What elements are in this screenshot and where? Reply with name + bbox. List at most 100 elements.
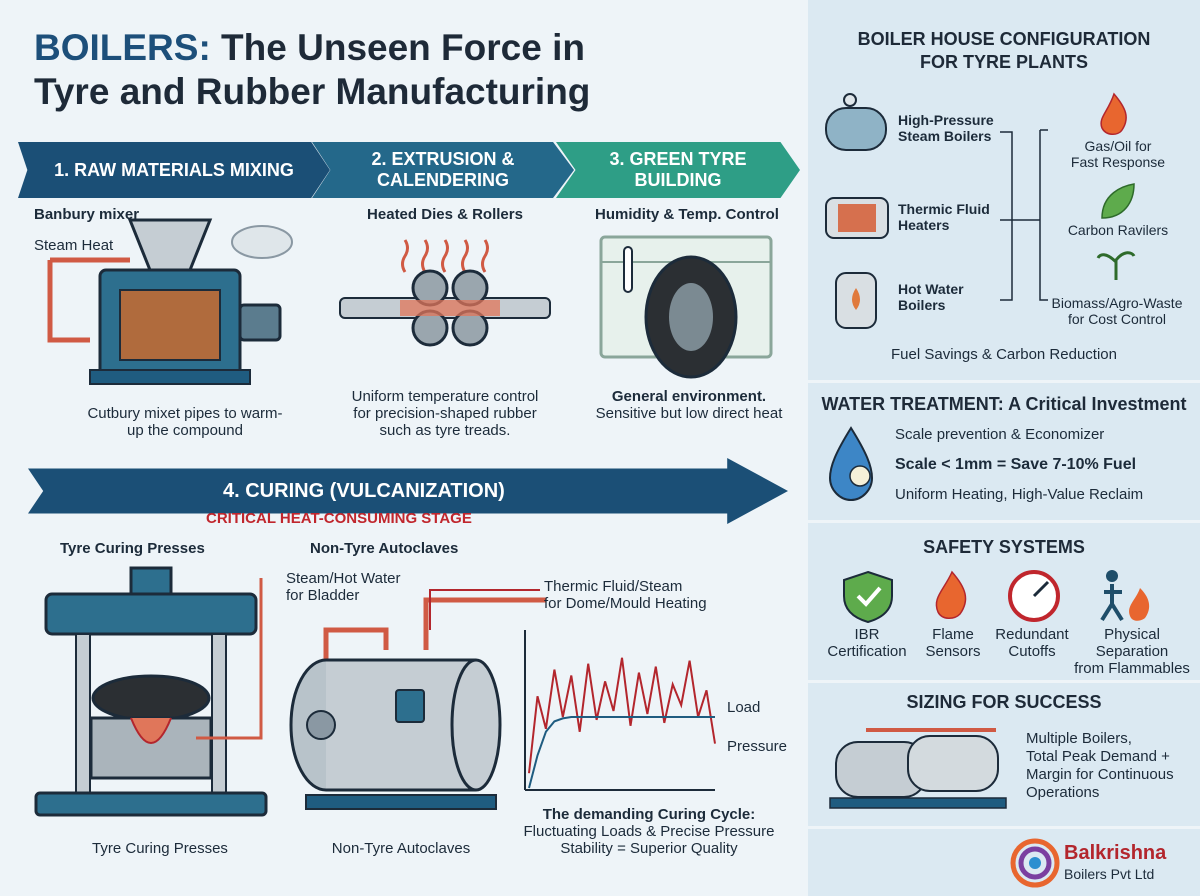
stage-1-subtitle: Banbury mixer — [34, 206, 140, 223]
sizing-text-line: Total Peak Demand + — [1026, 748, 1170, 765]
sizing-text-line: Margin for Continuous — [1026, 766, 1174, 783]
boiler-house-title: BOILER HOUSE CONFIGURATION FOR TYRE PLAN… — [808, 28, 1200, 74]
sprout-icon — [1096, 251, 1136, 280]
sizing-text: Multiple Boilers, Total Peak Demand + Ma… — [1026, 730, 1174, 802]
stage-3-caption-line: General environment. — [611, 388, 767, 405]
water-treatment-title: WATER TREATMENT: A Critical Investment — [821, 394, 1187, 414]
stage-2-banner-label: CALENDERING — [376, 170, 509, 190]
sizing-text-line: Multiple Boilers, — [1026, 730, 1132, 747]
boiler-label-thermic: Thermic Fluid Heaters — [898, 201, 990, 233]
divider — [808, 380, 1200, 383]
stage-2-banner: 2. EXTRUSION &CALENDERING — [312, 142, 574, 198]
safety-label-line: Flame — [932, 626, 974, 643]
autoclave-callout-line: Thermic Fluid/Steam — [544, 578, 683, 595]
safety-item-ibr: IBR Certification — [818, 626, 916, 660]
stage-1-caption: Cutbury mixet pipes to warm- up the comp… — [40, 405, 330, 439]
press-callout-line: for Bladder — [286, 587, 360, 604]
safety-label-line: Physical — [1104, 626, 1160, 643]
autoclave-callout-line: for Dome/Mould Heating — [544, 595, 707, 612]
autoclave-callout: Thermic Fluid/Steam for Dome/Mould Heati… — [544, 578, 707, 612]
safety-label-line: Redundant — [995, 626, 1069, 643]
chart-caption: The demanding Curing Cycle: Fluctuating … — [504, 806, 794, 857]
boiler-label-steam: High-Pressure Steam Boilers — [898, 112, 994, 144]
title-accent: BOILERS: — [34, 27, 211, 68]
stage-3-banner-label: 3. GREEN TYRE — [609, 149, 747, 169]
tyre-curing-press-icon — [34, 566, 268, 817]
chart-caption-line: Fluctuating Loads & Precise Pressure — [523, 823, 775, 840]
bracket-connector — [1000, 129, 1048, 301]
stage-3-banner-label: BUILDING — [634, 170, 722, 190]
steam-boiler-icon — [825, 93, 887, 151]
company-logo-name: Balkrishna — [1064, 842, 1167, 864]
boiler-label-line: Hot Water — [898, 281, 964, 297]
safety-label-line: Separation — [1095, 643, 1169, 660]
critical-stage-label: CRITICAL HEAT-CONSUMING STAGE — [206, 510, 472, 527]
divider — [808, 520, 1200, 523]
company-logo-sub: Boilers Pvt Ltd — [1064, 866, 1155, 882]
steam-heat-callout: Steam Heat — [34, 237, 114, 254]
fuel-label-carbon: Carbon Ravilers — [1050, 222, 1186, 238]
thermic-fluid-heater-icon — [825, 197, 889, 239]
curing-cycle-chart: Load Pressure — [524, 630, 787, 791]
curing-banner-label: 4. CURING (VULCANIZATION) — [223, 479, 505, 502]
green-tyre-room-icon — [599, 235, 773, 379]
water-line-2: Scale < 1mm = Save 7-10% Fuel — [895, 456, 1137, 473]
safety-item-cutoffs: Redundant Cutoffs — [990, 626, 1074, 660]
series-line-load — [528, 657, 716, 774]
safety-item-separation: Physical Separation from Flammables — [1068, 626, 1196, 677]
chart-caption-line: The demanding Curing Cycle: — [542, 806, 756, 823]
stage-1-caption-line: up the compound — [127, 422, 243, 439]
stage-2-subtitle: Heated Dies & Rollers — [367, 206, 523, 223]
fuel-label-biomass: Biomass/Agro-Waste for Cost Control — [1036, 295, 1198, 327]
stage-3-subtitle: Humidity & Temp. Control — [595, 206, 779, 223]
legend-pressure: Pressure — [727, 738, 787, 755]
fuel-label-gas: Gas/Oil for Fast Response — [1050, 138, 1186, 170]
title-line1: The Unseen Force in — [210, 27, 585, 68]
stage-1-banner-label: 1. RAW MATERIALS MIXING — [54, 159, 294, 180]
safety-icons — [843, 570, 1150, 624]
flame-icon — [935, 570, 967, 619]
stage-3-caption-line: Sensitive but low direct heat — [595, 405, 783, 422]
press-caption: Tyre Curing Presses — [92, 840, 228, 857]
chart-caption-line: Stability = Superior Quality — [560, 840, 738, 857]
stage-2-caption-line: Uniform temperature control — [351, 388, 539, 405]
autoclave-icon — [289, 597, 546, 810]
boiler-icons — [825, 93, 889, 329]
stage-2-caption-line: such as tyre treads. — [379, 422, 511, 439]
fuel-label-line: for Cost Control — [1067, 311, 1167, 327]
autoclave-callout-line-connector — [429, 589, 540, 630]
autoclave-title: Non-Tyre Autoclaves — [310, 540, 459, 557]
boiler-house-title-line: FOR TYRE PLANTS — [919, 52, 1088, 72]
boiler-label-line: Heaters — [898, 217, 950, 233]
stage-3-caption: General environment. Sensitive but low d… — [578, 388, 800, 422]
series-line-pressure — [528, 716, 715, 789]
safety-label-line: from Flammables — [1074, 660, 1190, 677]
fuel-label-line: Fast Response — [1070, 154, 1166, 170]
divider — [808, 826, 1200, 829]
boiler-label-line: Steam Boilers — [898, 128, 992, 144]
boiler-label-line: Boilers — [898, 297, 946, 313]
page-title: BOILERS: The Unseen Force in Tyre and Ru… — [34, 26, 794, 114]
stage-2-caption: Uniform temperature control for precisio… — [320, 388, 570, 439]
legend-load: Load — [727, 699, 760, 716]
stage-2-caption-line: for precision-shaped rubber — [353, 405, 537, 422]
heated-rollers-icon — [339, 239, 551, 347]
boiler-label-hotwater: Hot Water Boilers — [898, 281, 964, 313]
leaf-icon — [1101, 183, 1135, 219]
company-logo-icon — [1010, 838, 1060, 888]
person-walking-icon — [1100, 570, 1150, 622]
safety-label-line: IBR — [854, 626, 880, 643]
boiler-label-line: Thermic Fluid — [898, 201, 990, 217]
fuel-label-line: Biomass/Agro-Waste — [1051, 295, 1183, 311]
shield-icon — [843, 570, 893, 624]
press-callout: Steam/Hot Water for Bladder — [286, 570, 400, 604]
flame-icon — [1100, 92, 1127, 135]
safety-label-line: Certification — [827, 643, 907, 660]
stage-1-caption-line: Cutbury mixet pipes to warm- — [87, 405, 283, 422]
fuel-icons — [1096, 92, 1136, 280]
stage-2-banner-label: 2. EXTRUSION & — [371, 149, 515, 169]
multiple-boilers-icon — [829, 728, 1007, 809]
water-line-1: Scale prevention & Economizer — [895, 426, 1105, 443]
safety-item-flame: Flame Sensors — [914, 626, 992, 660]
